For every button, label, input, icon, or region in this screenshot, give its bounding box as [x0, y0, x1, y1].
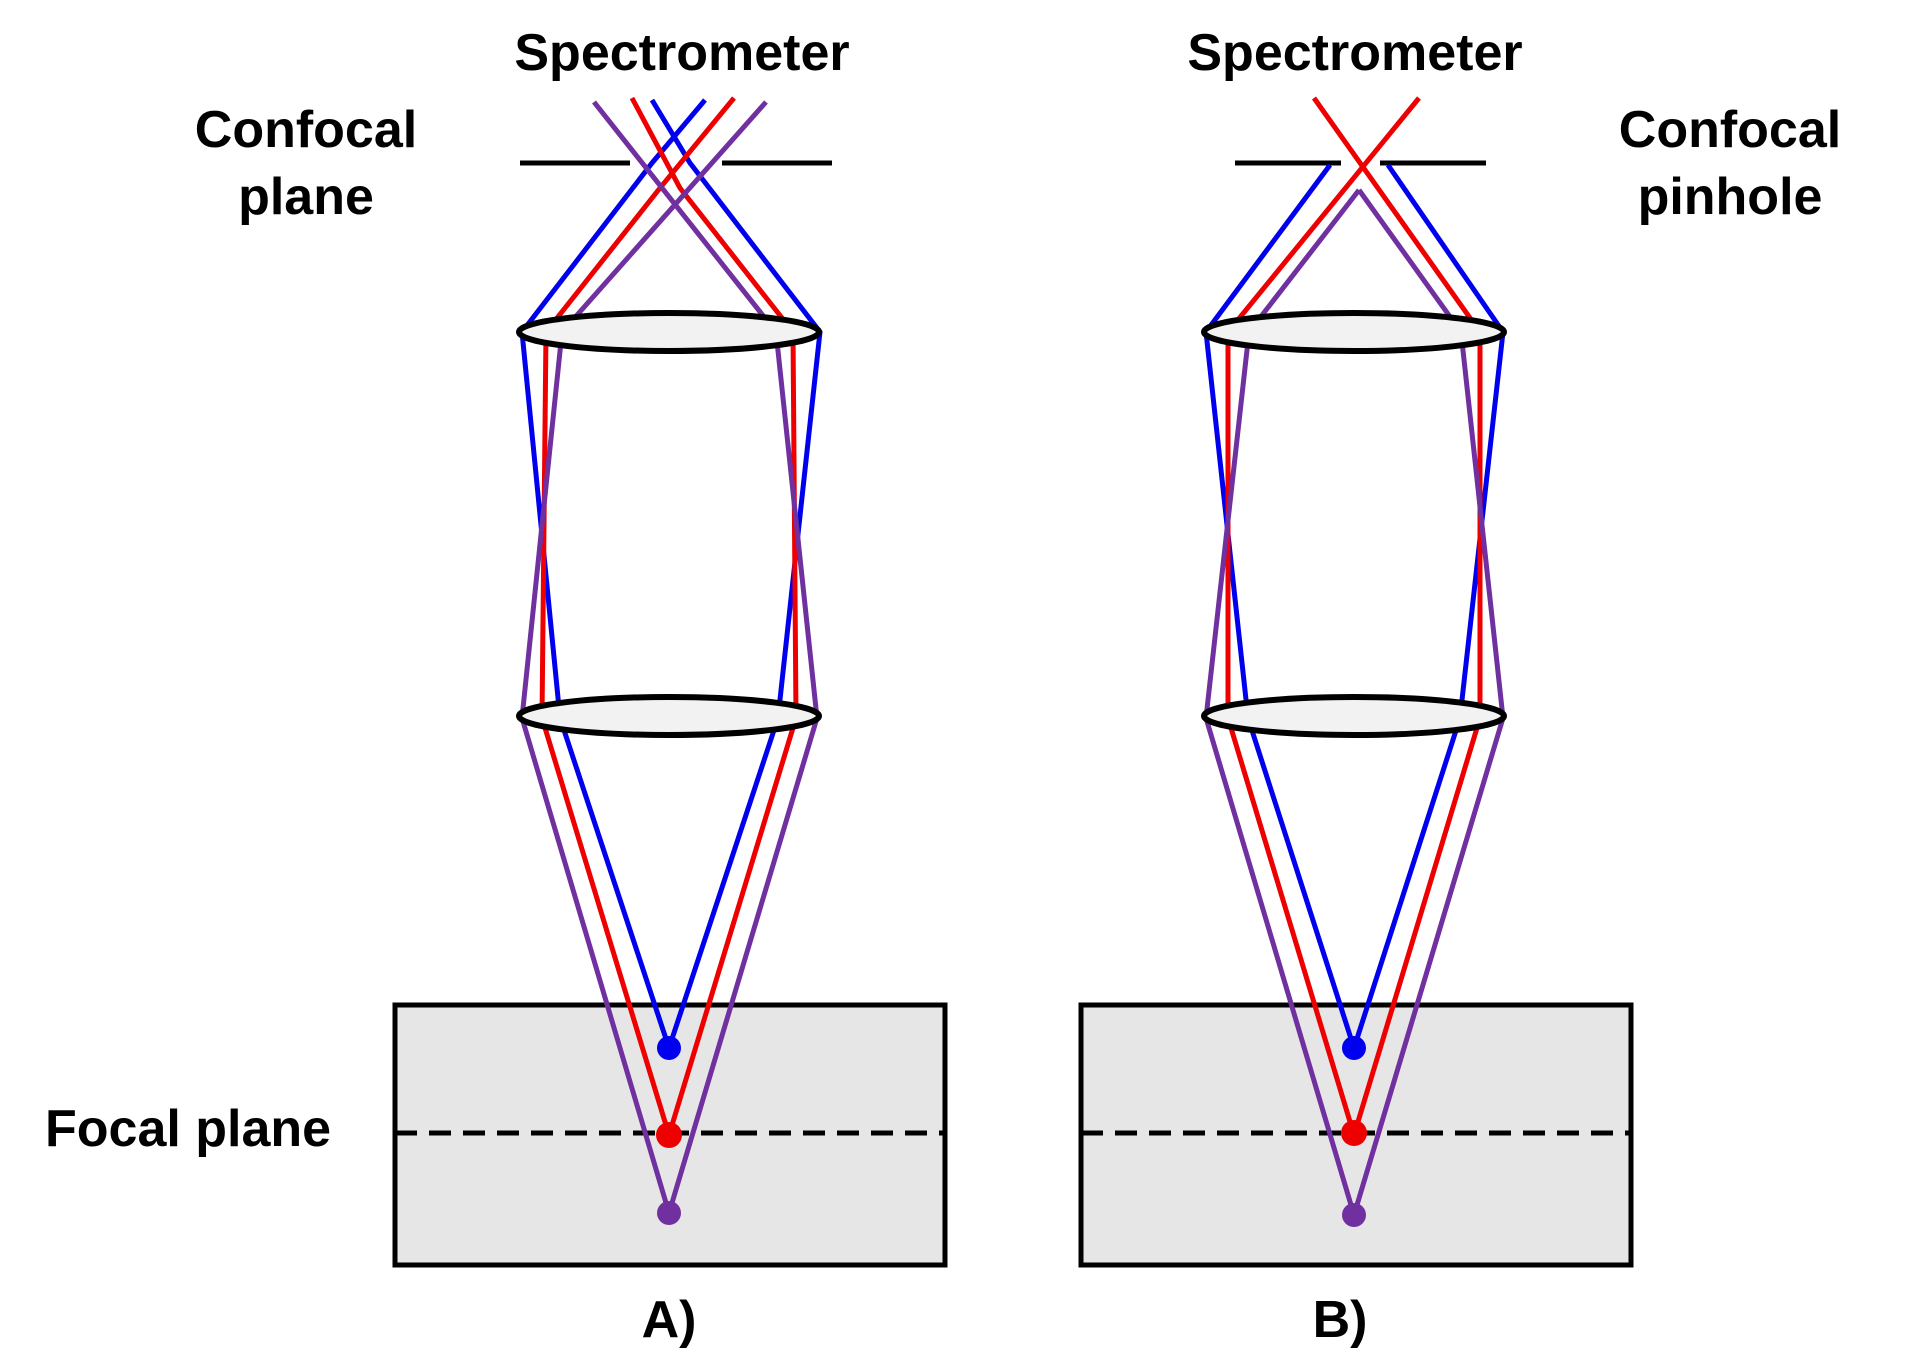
panel-b: Spectrometer Confocal pinhole B) [1078, 24, 1841, 1349]
spectrometer-label-b: Spectrometer [1187, 24, 1522, 82]
spectrometer-label-a: Spectrometer [514, 24, 849, 82]
focus-point-blue-a [657, 1036, 681, 1060]
confocal-pinhole-label-line1: Confocal [1619, 101, 1841, 159]
confocal-pinhole-label-line2: pinhole [1638, 168, 1823, 226]
focal-plane-label: Focal plane [45, 1100, 331, 1158]
confocal-plane-label-line1: Confocal [195, 101, 417, 159]
upper-lens-b [1201, 310, 1507, 354]
confocal-plane-label-line2: plane [238, 168, 374, 226]
panel-b-label: B) [1313, 1291, 1368, 1349]
focus-point-blue-b [1342, 1036, 1366, 1060]
ray-blue-a [519, 98, 823, 1049]
focus-point-purple-a [657, 1201, 681, 1225]
focus-point-purple-b [1342, 1203, 1366, 1227]
panel-a: Spectrometer Confocal plane Focal plane … [45, 24, 948, 1349]
lower-lens-a [516, 694, 822, 738]
ray-purple-b [1203, 188, 1506, 1216]
focus-point-red-a [656, 1122, 682, 1148]
panel-a-label: A) [642, 1291, 697, 1349]
upper-lens-a [516, 310, 822, 354]
focus-point-red-b [1341, 1120, 1367, 1146]
lower-lens-b [1201, 694, 1507, 738]
ray-purple-a [519, 100, 820, 1214]
